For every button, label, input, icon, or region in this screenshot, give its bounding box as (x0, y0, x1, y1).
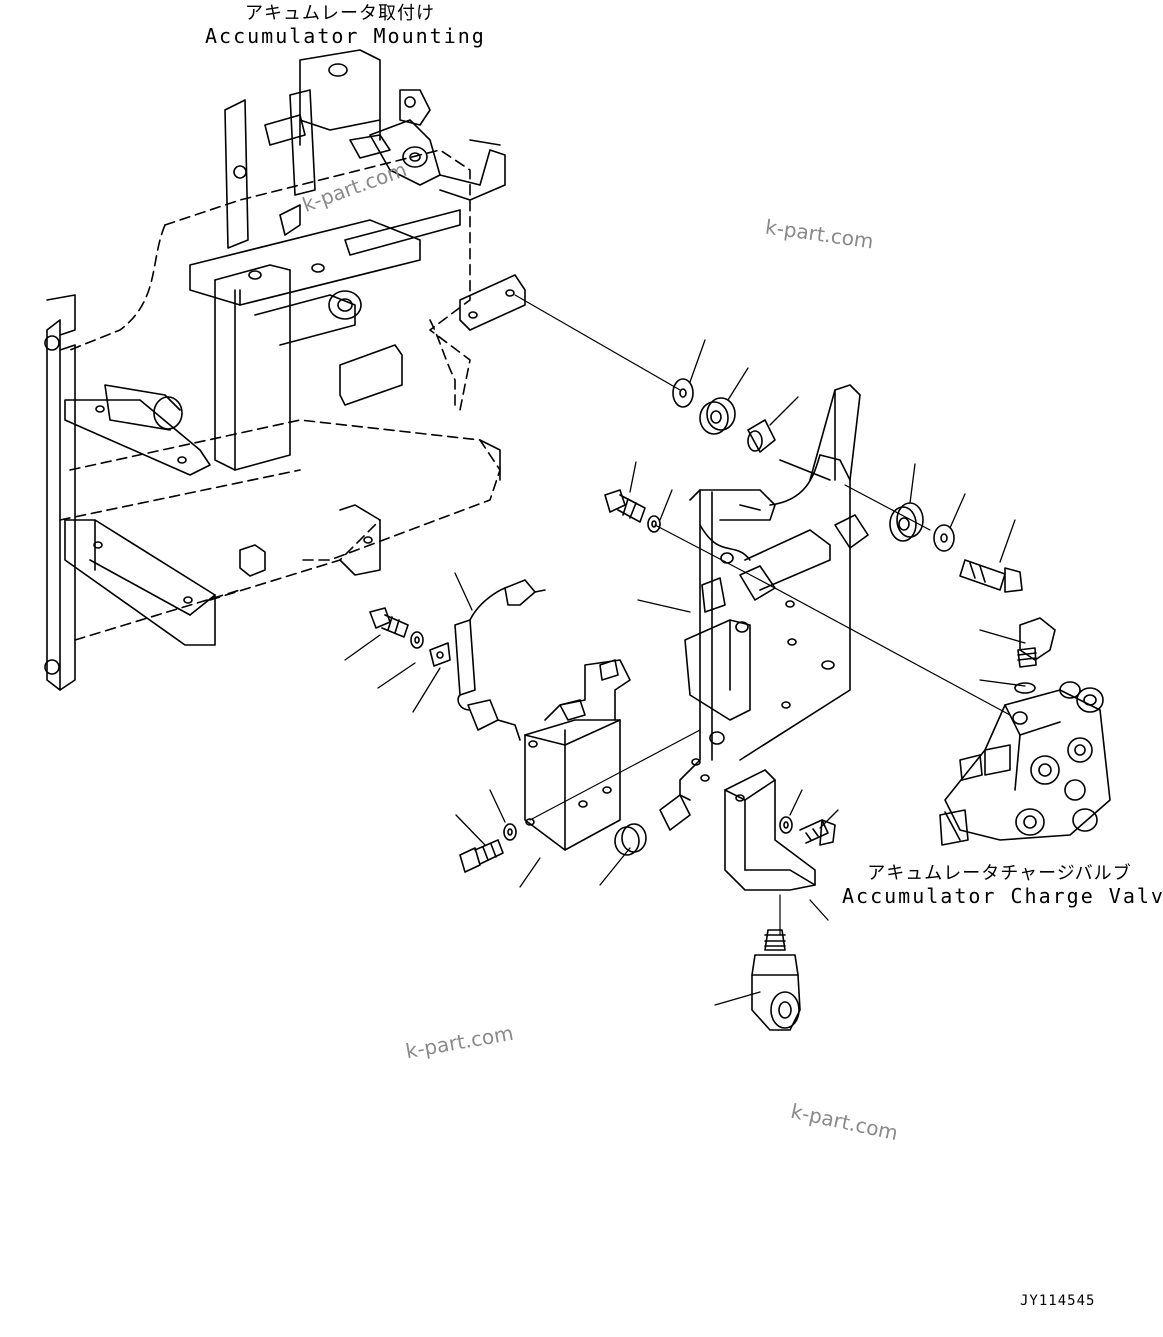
bracket-bolts (604, 489, 661, 533)
accumulator-bracket (659, 384, 861, 831)
accumulator-mounting-caption: アキュムレータ取付け Accumulator Mounting (205, 2, 486, 48)
fastener-stack-top (672, 378, 1023, 593)
accumulator-charge-valve-caption-en: Accumulator Charge Valve (842, 884, 1163, 908)
accumulator-cover (459, 659, 647, 873)
lower-bracket (724, 769, 836, 891)
callout-leaders (344, 339, 1026, 1006)
accumulator-mounting-caption-jp: アキュムレータ取付け (245, 3, 435, 24)
charge-valve-assembly (939, 617, 1111, 846)
accumulator-mounting-caption-en: Accumulator Mounting (205, 24, 486, 48)
accumulator-charge-valve-caption: アキュムレータチャージバルブ Accumulator Charge Valve (842, 862, 1163, 908)
hinge-linkage (224, 89, 506, 249)
alignment-lines (514, 294, 1011, 936)
accumulator-charge-valve-caption-jp: アキュムレータチャージバルブ (867, 863, 1132, 884)
sensor-harness (369, 579, 546, 741)
machine-frame (44, 49, 526, 691)
drawing-code: JY114545 (1020, 1293, 1096, 1309)
pressure-sensor (751, 929, 801, 1031)
